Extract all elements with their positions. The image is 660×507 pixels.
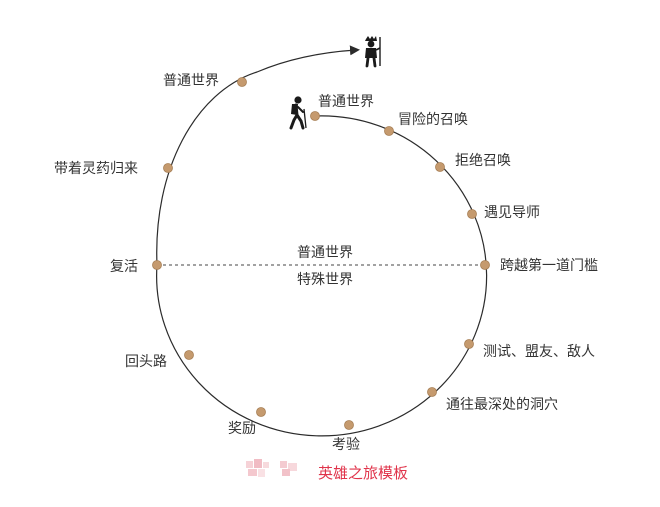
stage-dot-ordinary-world-start: [310, 111, 320, 121]
stage-label-road-back: 回头路: [125, 354, 167, 370]
stage-dot-refusal-of-call: [435, 162, 445, 172]
hiker-icon: [289, 96, 307, 130]
ordinary-world-label: 普通世界: [297, 245, 353, 261]
stage-label-crossing-threshold: 跨越第一道门槛: [500, 257, 598, 274]
blurred-logo-icon: [246, 459, 297, 477]
stage-dot-approach-inmost-cave: [427, 387, 437, 397]
stage-dot-ordinary-world-end: [237, 77, 247, 87]
stage-label-resurrection: 复活: [110, 258, 138, 275]
king-icon: [365, 36, 381, 68]
stage-label-approach-inmost-cave: 通往最深处的洞穴: [446, 397, 558, 413]
stage-label-call-to-adventure: 冒险的召唤: [398, 111, 468, 128]
stage-label-ordeal: 考验: [332, 437, 360, 453]
stage-dot-call-to-adventure: [384, 126, 394, 136]
stage-label-reward: 奖励: [228, 420, 256, 437]
stage-label-meeting-mentor: 遇见导师: [484, 205, 540, 221]
stage-dot-crossing-threshold: [480, 260, 490, 270]
stage-dot-return-with-elixir: [163, 163, 173, 173]
stage-dot-ordeal: [344, 420, 354, 430]
diagram-caption: 英雄之旅模板: [318, 464, 408, 482]
stage-dot-meeting-mentor: [467, 209, 477, 219]
stage-label-refusal-of-call: 拒绝召唤: [455, 152, 511, 169]
stage-dot-reward: [256, 407, 266, 417]
stage-label-ordinary-world-end: 普通世界: [163, 73, 219, 89]
stage-label-tests-allies-enemies: 测试、盟友、敌人: [483, 344, 595, 360]
special-world-label: 特殊世界: [297, 272, 353, 288]
stage-label-ordinary-world-start: 普通世界: [318, 94, 374, 110]
stage-dots: [152, 77, 490, 430]
stage-label-return-with-elixir: 带着灵药归来: [54, 160, 138, 177]
stage-dot-road-back: [184, 350, 194, 360]
stage-dot-resurrection: [152, 260, 162, 270]
stage-dot-tests-allies-enemies: [464, 339, 474, 349]
